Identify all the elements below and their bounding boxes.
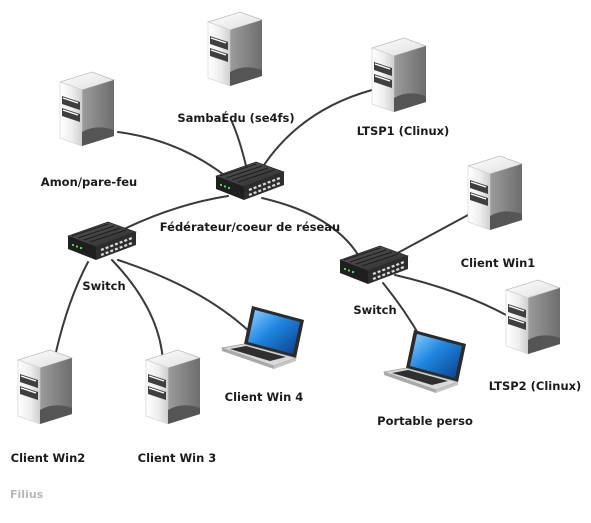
node-sambaedu[interactable]: SambaÉdu (se4fs) <box>177 11 295 125</box>
footer-text: Filius <box>10 488 44 501</box>
node-federateur[interactable]: Fédérateur/coeur de réseau <box>160 160 341 234</box>
node-switch-right[interactable]: Switch <box>338 244 410 317</box>
server-icon <box>59 71 115 147</box>
link-federateur-sambaedu <box>231 121 248 171</box>
laptop-icon <box>383 329 467 394</box>
node-label: Client Win 3 <box>138 451 217 465</box>
node-label: LTSP1 (Clinux) <box>357 124 450 138</box>
node-label: Client Win2 <box>11 451 86 465</box>
server-icon <box>467 155 523 231</box>
laptop-icon <box>221 305 305 370</box>
link-switch-right-client-win1 <box>391 214 469 257</box>
node-label: Client Win 4 <box>225 390 304 404</box>
node-client-win3[interactable]: Client Win 3 <box>138 349 217 465</box>
node-client-win4[interactable]: Client Win 4 <box>221 305 305 404</box>
switch-icon <box>338 244 410 286</box>
link-switch-left-client-win2 <box>55 261 89 353</box>
node-switch-left[interactable]: Switch <box>66 220 138 293</box>
link-switch-left-client-win4 <box>117 259 259 341</box>
node-label: Switch <box>353 303 396 317</box>
server-icon <box>17 349 73 425</box>
server-icon <box>145 349 201 425</box>
node-amon[interactable]: Amon/pare-feu <box>41 71 137 189</box>
node-label: Switch <box>82 279 125 293</box>
server-icon <box>207 11 263 87</box>
node-label: Portable perso <box>377 414 473 428</box>
node-label: Amon/pare-feu <box>41 175 137 189</box>
link-switch-left-client-win3 <box>111 259 164 363</box>
node-label: SambaÉdu (se4fs) <box>177 110 294 125</box>
cables <box>55 89 509 363</box>
node-label: Client Win1 <box>461 256 536 270</box>
node-client-win1[interactable]: Client Win1 <box>461 155 536 270</box>
node-ltsp1[interactable]: LTSP1 (Clinux) <box>357 37 450 138</box>
server-icon <box>505 279 561 355</box>
link-federateur-ltsp1 <box>261 89 373 169</box>
node-portable-perso[interactable]: Portable perso <box>377 329 473 428</box>
server-icon <box>371 37 427 113</box>
link-switch-right-ltsp2 <box>394 274 509 317</box>
node-label: LTSP2 (Clinux) <box>489 379 582 393</box>
switch-icon <box>214 160 286 202</box>
link-federateur-switch-right <box>261 197 361 259</box>
node-ltsp2[interactable]: LTSP2 (Clinux) <box>489 279 582 393</box>
node-label: Fédérateur/coeur de réseau <box>160 220 341 234</box>
node-client-win2[interactable]: Client Win2 <box>11 349 86 465</box>
link-federateur-amon <box>117 131 229 179</box>
